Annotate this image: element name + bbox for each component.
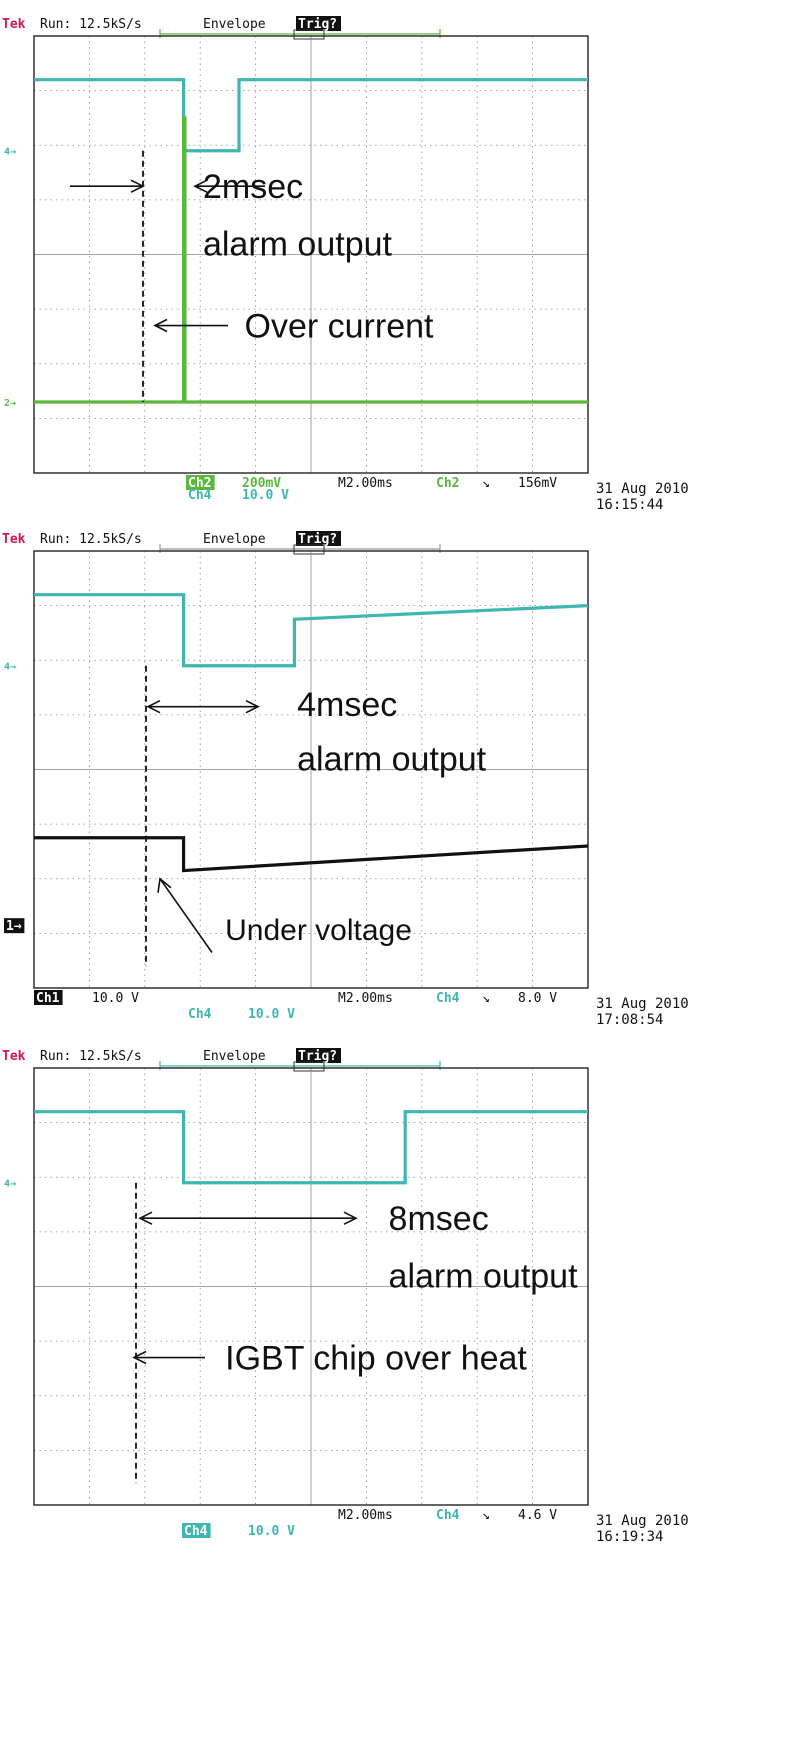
ch2-tag-bg (186, 475, 215, 490)
annotation-label: Over current (245, 308, 434, 346)
annotation-label: 4msec (297, 686, 397, 724)
ch4-marker: 4→ (4, 147, 16, 158)
capture-date: 31 Aug 2010 (596, 996, 689, 1012)
plot-frame (33, 550, 589, 989)
arrow-head (157, 877, 172, 893)
trigger-channel: Ch4 (436, 991, 460, 1006)
annotation-arrows (70, 179, 265, 333)
trigger-edge: ↘ (482, 1508, 490, 1523)
annotation-label: alarm output (389, 1258, 579, 1296)
annotation-arrows (146, 699, 260, 953)
ch4-tag: Ch4 (188, 1007, 212, 1022)
capture-time: 16:15:44 (596, 497, 663, 513)
annotation-label: alarm output (297, 741, 487, 779)
trace-ch2 (34, 116, 588, 404)
plot-frame (33, 35, 589, 474)
ch4-scale: 10.0 V (248, 1524, 295, 1539)
arrow-head (146, 699, 161, 714)
trigger-window (293, 544, 325, 555)
trigger-channel: Ch2 (436, 476, 459, 491)
arrow-head (130, 179, 145, 193)
capture-time: 17:08:54 (596, 1012, 663, 1028)
capture-time: 16:19:34 (596, 1529, 663, 1545)
trig-status-bg (296, 531, 341, 546)
trace-ch4 (34, 593, 589, 668)
arrow-head (245, 699, 260, 714)
timebase: M2.00ms (338, 991, 393, 1006)
arrow-head (153, 318, 168, 333)
capture-date: 31 Aug 2010 (596, 481, 689, 497)
run-status: Run: 12.5kS/s (40, 532, 142, 547)
trig-status: Trig? (298, 532, 337, 547)
scope-panel-3: Tek Run: 12.5kS/s Envelope Trig? 4→ 8msec alar… (2, 1048, 689, 1545)
annotation-label: alarm output (203, 226, 393, 264)
ch4-tag: Ch4 (188, 488, 212, 503)
arrow-head (193, 179, 208, 193)
annotation-label: Under voltage (225, 914, 412, 947)
ch1-tag: Ch1 (36, 991, 60, 1006)
tek-brand: Tek (2, 1049, 26, 1064)
scope-panel-2: Tek Run: 12.5kS/s Envelope Trig? 4→ 1→ 4msec al… (2, 531, 689, 1028)
trigger-level: 156mV (518, 476, 557, 491)
ch4-marker: 4→ (4, 662, 16, 673)
ch1-tag-bg (34, 990, 63, 1005)
graticule (34, 36, 588, 473)
graticule (34, 551, 588, 988)
acquire-mode: Envelope (203, 17, 266, 32)
trig-status-bg (296, 16, 341, 31)
arrow-head (343, 1211, 358, 1225)
scope-panel-1: Tek Run: 12.5kS/s Envelope Trig? 4→ 2→ 2msec al… (2, 16, 689, 513)
tek-brand: Tek (2, 532, 26, 547)
annotation-arrows (132, 1211, 358, 1365)
graticule (34, 1068, 588, 1505)
trigger-edge: ↘ (482, 991, 490, 1006)
trig-status-bg (296, 1048, 341, 1063)
arrow-head (132, 1350, 147, 1365)
annotation-label: IGBT chip over heat (225, 1340, 527, 1378)
capture-date: 31 Aug 2010 (596, 1513, 689, 1529)
trigger-level: 8.0 V (518, 991, 557, 1006)
tek-brand: Tek (2, 17, 26, 32)
arrow-shaft (159, 878, 213, 953)
trace-ch4 (34, 1110, 588, 1185)
trigger-channel: Ch4 (436, 1508, 460, 1523)
trig-status: Trig? (298, 17, 337, 32)
trigger-level: 4.6 V (518, 1508, 557, 1523)
timebase: M2.00ms (338, 476, 393, 491)
ch1-marker-bg (4, 918, 25, 934)
annotation-label: 2msec (203, 168, 303, 206)
arrow-head (138, 1211, 153, 1225)
acquire-mode: Envelope (203, 532, 266, 547)
run-status: Run: 12.5kS/s (40, 1049, 142, 1064)
timebase: M2.00ms (338, 1508, 393, 1523)
ch2-marker: 2→ (4, 398, 16, 409)
trigger-edge: ↘ (482, 476, 490, 491)
ch4-tag-bg (182, 1523, 211, 1538)
trigger-window (293, 1061, 325, 1072)
ch1-scale: 10.0 V (92, 991, 139, 1006)
trig-status: Trig? (298, 1049, 337, 1064)
annotation-label: 8msec (389, 1200, 489, 1238)
ch4-marker: 4→ (4, 1179, 16, 1190)
plot-frame (33, 1067, 589, 1506)
acquire-mode: Envelope (203, 1049, 266, 1064)
ch1-marker: 1→ (6, 919, 22, 934)
trace-ch1 (34, 836, 589, 873)
ch4-scale: 10.0 V (242, 488, 289, 503)
ch4-scale: 10.0 V (248, 1007, 295, 1022)
trigger-window (293, 29, 325, 40)
ch2-tag: Ch2 (188, 476, 211, 491)
ch4-tag: Ch4 (184, 1524, 208, 1539)
run-status: Run: 12.5kS/s (40, 17, 142, 32)
ch2-scale: 200mV (242, 476, 281, 491)
trace-ch4 (34, 78, 588, 153)
